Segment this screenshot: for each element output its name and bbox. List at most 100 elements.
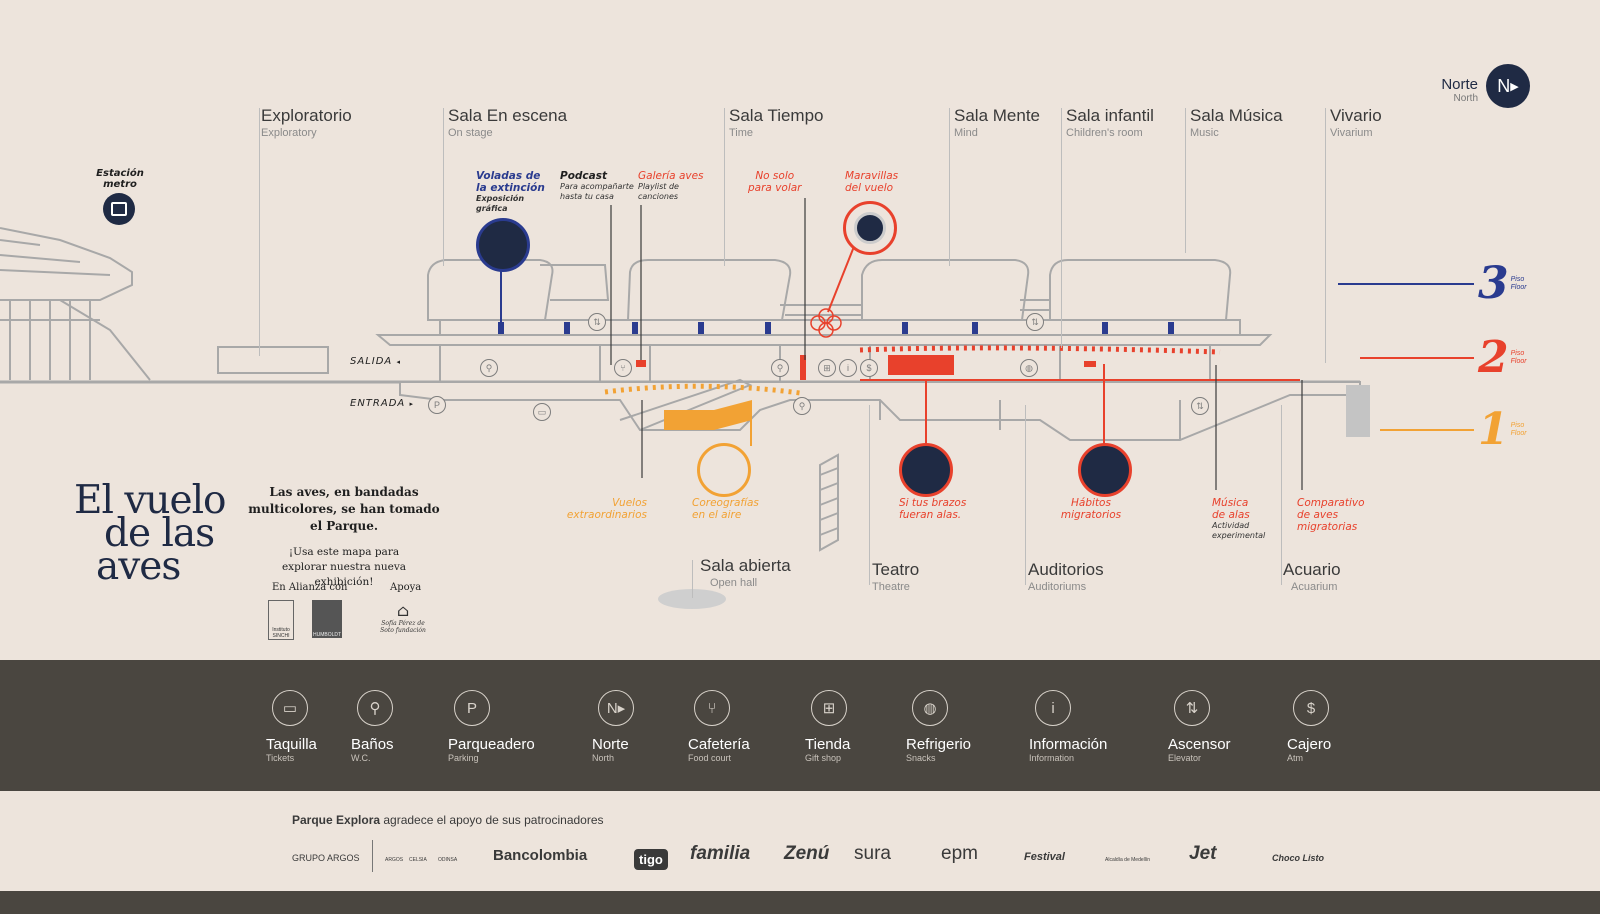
- sala-name: Vivario: [1330, 106, 1382, 125]
- floor-label-en: Floor: [1510, 430, 1527, 437]
- annotation-vuelos[interactable]: Vuelos extraordinarios: [557, 497, 647, 521]
- restroom-icon[interactable]: ⚲: [793, 397, 811, 415]
- sala-name-en: Auditoriums: [1028, 581, 1087, 593]
- annotation-voladas[interactable]: Voladas de la extinción Exposición gráfi…: [476, 170, 545, 214]
- elevator-icon[interactable]: ⇅: [1026, 313, 1044, 331]
- floor-label-es: Piso: [1510, 276, 1525, 283]
- snack-icon[interactable]: ◍: [1020, 359, 1038, 377]
- info-icon[interactable]: i: [839, 359, 857, 377]
- sponsor-logo: tigo: [634, 849, 668, 870]
- intro-p2: ¡Usa este mapa para explorar nuestra nue…: [281, 546, 407, 588]
- restroom-icon[interactable]: ⚲: [771, 359, 789, 377]
- leader-line: [443, 108, 444, 266]
- person-wings-icon[interactable]: [899, 443, 953, 497]
- sala-name-en: Acuarium: [1291, 581, 1338, 593]
- parking-icon[interactable]: P: [428, 396, 446, 414]
- leader-line: [1185, 108, 1186, 253]
- ann-sub: Playlist de: [638, 182, 679, 191]
- restroom-icon[interactable]: ⚲: [480, 359, 498, 377]
- annotation-musica[interactable]: Música de alas Actividad experimental: [1212, 497, 1265, 541]
- legend-label-en: Parking: [448, 753, 479, 763]
- sponsors-intro-bold: Parque Explora: [292, 813, 381, 827]
- cafeteria-icon: ⑂: [694, 690, 730, 726]
- annotation-coreografias[interactable]: Coreografías en el aire: [692, 497, 759, 521]
- ann-line: No solo: [755, 170, 795, 182]
- leader-line: [1025, 405, 1026, 585]
- legend-label-en: Elevator: [1168, 753, 1202, 763]
- floor-line: [1360, 357, 1474, 359]
- sala-name: Acuario: [1283, 560, 1341, 579]
- alianza-label: En Alianza con: [272, 582, 348, 593]
- elevator-icon[interactable]: ⇅: [1191, 397, 1209, 415]
- sponsors-intro-rest: agradece el apoyo de sus patrocinadores: [380, 813, 604, 827]
- extinction-bird-icon[interactable]: [476, 218, 530, 272]
- choreography-bird-icon[interactable]: [697, 443, 751, 497]
- sala-name: Exploratorio: [261, 106, 352, 125]
- leader-line: [1061, 108, 1062, 348]
- gift-icon[interactable]: ⊞: [818, 359, 836, 377]
- eye-icon[interactable]: [843, 201, 897, 255]
- legend-label: Parqueadero: [448, 736, 535, 753]
- legend-label: Ascensor: [1168, 736, 1231, 753]
- ann-sub: canciones: [638, 192, 679, 201]
- floor-number: 2: [1478, 332, 1509, 383]
- annotation-galeria[interactable]: Galería aves Playlist de canciones: [638, 170, 704, 202]
- floor-number: 1: [1478, 404, 1509, 455]
- sala-name-en: Theatre: [872, 581, 910, 593]
- info-icon: i: [1035, 690, 1071, 726]
- ticket-icon[interactable]: ▭: [533, 403, 551, 421]
- annotation-podcast[interactable]: Podcast Para acompañarte hasta tu casa: [560, 170, 634, 202]
- metro-line1: Estación: [96, 168, 144, 179]
- ann-line: de aves: [1297, 509, 1339, 521]
- atm-icon[interactable]: $: [860, 359, 878, 377]
- migratory-birds-icon[interactable]: [1078, 443, 1132, 497]
- sinchi-text: Instituto SINCHI: [272, 627, 290, 639]
- floor-label-en: Floor: [1510, 284, 1527, 291]
- title-line: de las: [104, 511, 215, 556]
- annotation-maravillas[interactable]: Maravillas del vuelo: [845, 170, 898, 194]
- metro-icon[interactable]: [103, 193, 135, 225]
- gift-icon: ⊞: [811, 690, 847, 726]
- exhibition-title: El vuelo de las aves: [74, 481, 227, 586]
- leader-line: [692, 560, 693, 598]
- exit-label: SALIDA ◂: [350, 356, 401, 367]
- elevator-icon[interactable]: ⇅: [588, 313, 606, 331]
- sala-name-en: Time: [729, 127, 754, 139]
- sponsor-logo: GRUPO ARGOS: [292, 853, 360, 863]
- annotation-nosolo[interactable]: No solo para volar: [748, 170, 802, 194]
- ann-line: del vuelo: [845, 182, 894, 194]
- leader-line: [1281, 405, 1282, 585]
- sponsor-logo: Jet: [1189, 843, 1217, 864]
- annotation-brazos[interactable]: Si tus brazos fueran alas.: [899, 497, 966, 521]
- legend-bar: [0, 660, 1600, 791]
- north-indicator: Norte North: [1438, 76, 1478, 104]
- sala-name-en: Mind: [954, 127, 978, 139]
- annotation-habitos[interactable]: Hábitos migratorios: [1056, 497, 1126, 521]
- sponsor-logo: Alcaldía de Medellín: [1105, 857, 1151, 863]
- cafeteria-icon[interactable]: ⑂: [614, 359, 632, 377]
- annotation-comparativo[interactable]: Comparativo de aves migratorias: [1297, 497, 1365, 533]
